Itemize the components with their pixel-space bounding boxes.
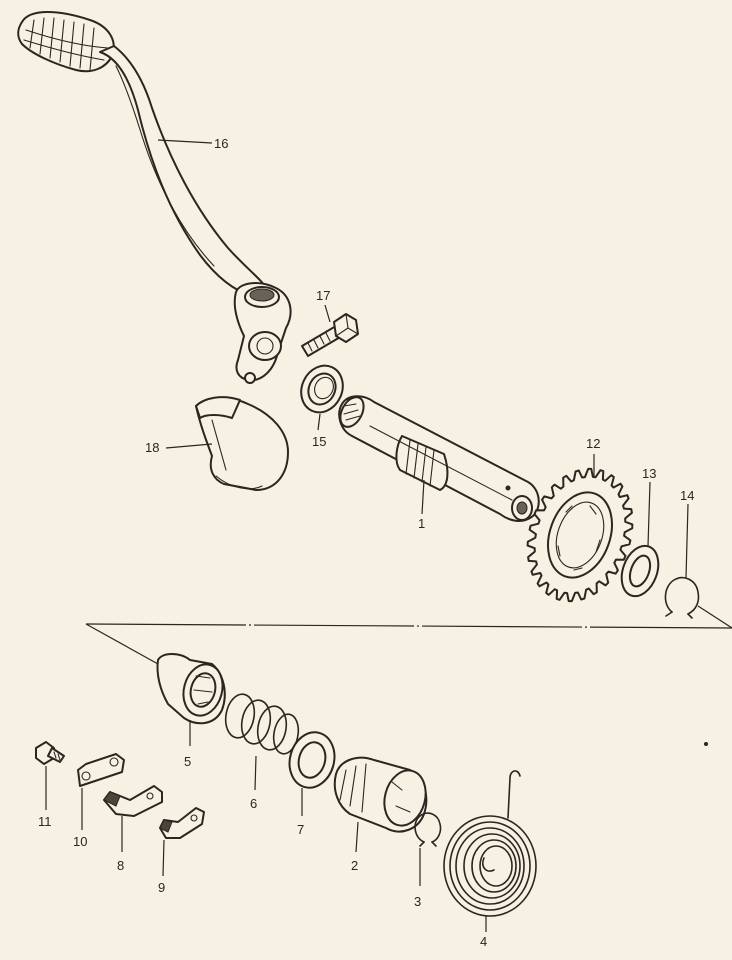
kick-shaft-part-1 xyxy=(338,395,540,522)
kick-spring-part-4 xyxy=(443,770,537,917)
label-9: 9 xyxy=(158,880,165,895)
kick-lever-part-16 xyxy=(17,11,292,384)
ratchet-part-2 xyxy=(333,756,428,833)
leader-17 xyxy=(324,304,331,323)
bolt-part-11 xyxy=(35,741,65,765)
label-18: 18 xyxy=(145,440,159,455)
label-10: 10 xyxy=(73,834,87,849)
plate-part-8 xyxy=(103,785,163,817)
boot-part-18 xyxy=(195,396,289,491)
circlip-part-14 xyxy=(664,576,700,619)
label-12: 12 xyxy=(586,436,600,451)
label-5: 5 xyxy=(184,754,191,769)
label-17: 17 xyxy=(316,288,330,303)
leader-6 xyxy=(254,755,257,791)
assembly-divider-line xyxy=(85,623,732,629)
leader-15 xyxy=(317,413,321,431)
oil-seal-part-15 xyxy=(300,364,344,414)
label-11: 11 xyxy=(38,814,52,829)
leader-14 xyxy=(685,503,689,579)
label-6: 6 xyxy=(250,796,257,811)
kick-gear-part-12 xyxy=(526,467,634,603)
label-13: 13 xyxy=(642,466,656,481)
label-4: 4 xyxy=(480,934,487,949)
divider-tick xyxy=(697,605,732,629)
label-16: 16 xyxy=(214,136,228,151)
guide-part-5 xyxy=(156,653,226,725)
circlip-part-3 xyxy=(414,812,442,847)
label-14: 14 xyxy=(680,488,694,503)
spring-part-6 xyxy=(224,693,300,755)
stray-dot xyxy=(704,742,708,746)
label-3: 3 xyxy=(414,894,421,909)
leader-1 xyxy=(421,479,425,515)
label-8: 8 xyxy=(117,858,124,873)
leader-13 xyxy=(647,481,651,547)
label-1: 1 xyxy=(418,516,425,531)
label-7: 7 xyxy=(297,822,304,837)
leader-divider-to-5 xyxy=(85,623,159,665)
washer-part-7 xyxy=(288,731,336,789)
leader-2 xyxy=(355,821,359,853)
plate-part-10 xyxy=(77,753,125,787)
washer-part-13 xyxy=(620,544,660,598)
plate-part-9 xyxy=(159,807,205,839)
bolt-part-17 xyxy=(301,313,359,357)
label-15: 15 xyxy=(312,434,326,449)
leader-9 xyxy=(162,839,165,877)
leader-16 xyxy=(157,139,213,144)
leader-18 xyxy=(165,443,213,449)
label-2: 2 xyxy=(351,858,358,873)
